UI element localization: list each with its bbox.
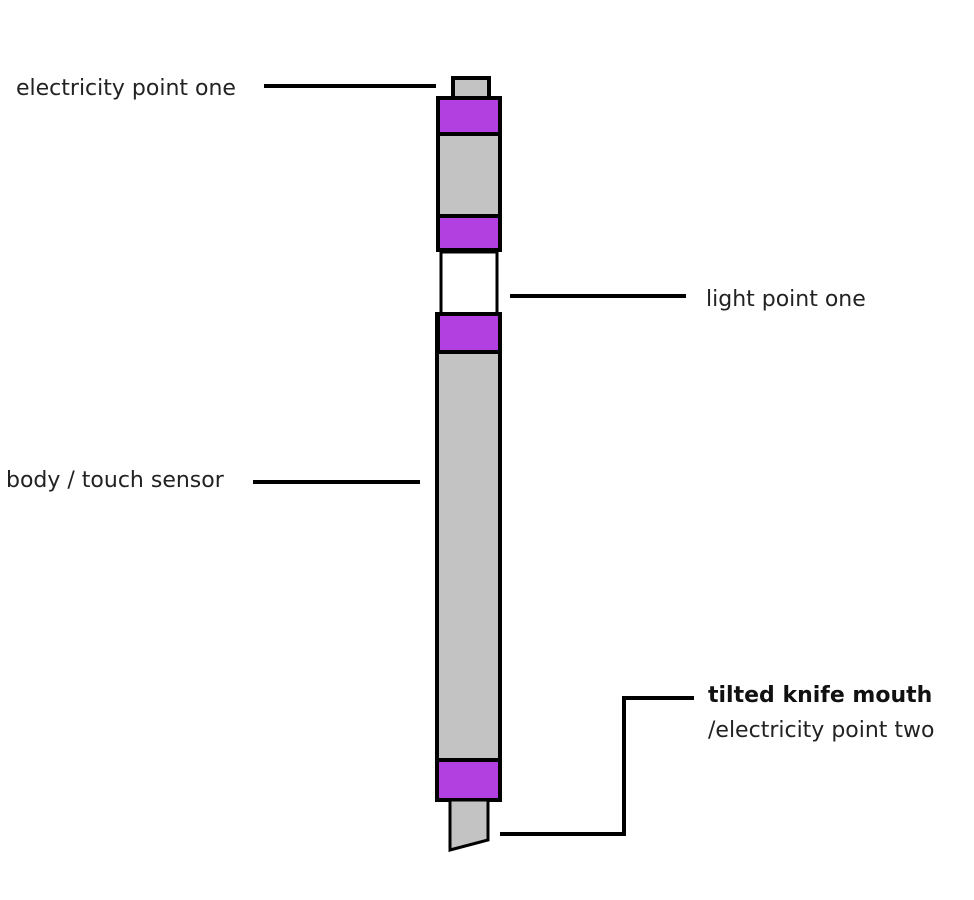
upper-middle-band	[436, 214, 502, 252]
bottom-band	[435, 758, 502, 802]
label-light-point-one: light point one	[706, 287, 866, 312]
lower-middle-band	[436, 312, 502, 354]
label-tilted-knife-mouth: tilted knife mouth	[708, 683, 932, 708]
light-window	[439, 250, 499, 316]
top-band	[436, 96, 502, 136]
label-electricity-point-two: /electricity point two	[708, 718, 935, 743]
top-cap	[451, 76, 491, 100]
label-electricity-point-one: electricity point one	[16, 76, 236, 101]
label-body-touch-sensor: body / touch sensor	[6, 468, 225, 493]
knife-tip	[448, 798, 490, 852]
leader-line-knife-mouth	[500, 696, 694, 836]
lower-body-section	[435, 312, 502, 802]
